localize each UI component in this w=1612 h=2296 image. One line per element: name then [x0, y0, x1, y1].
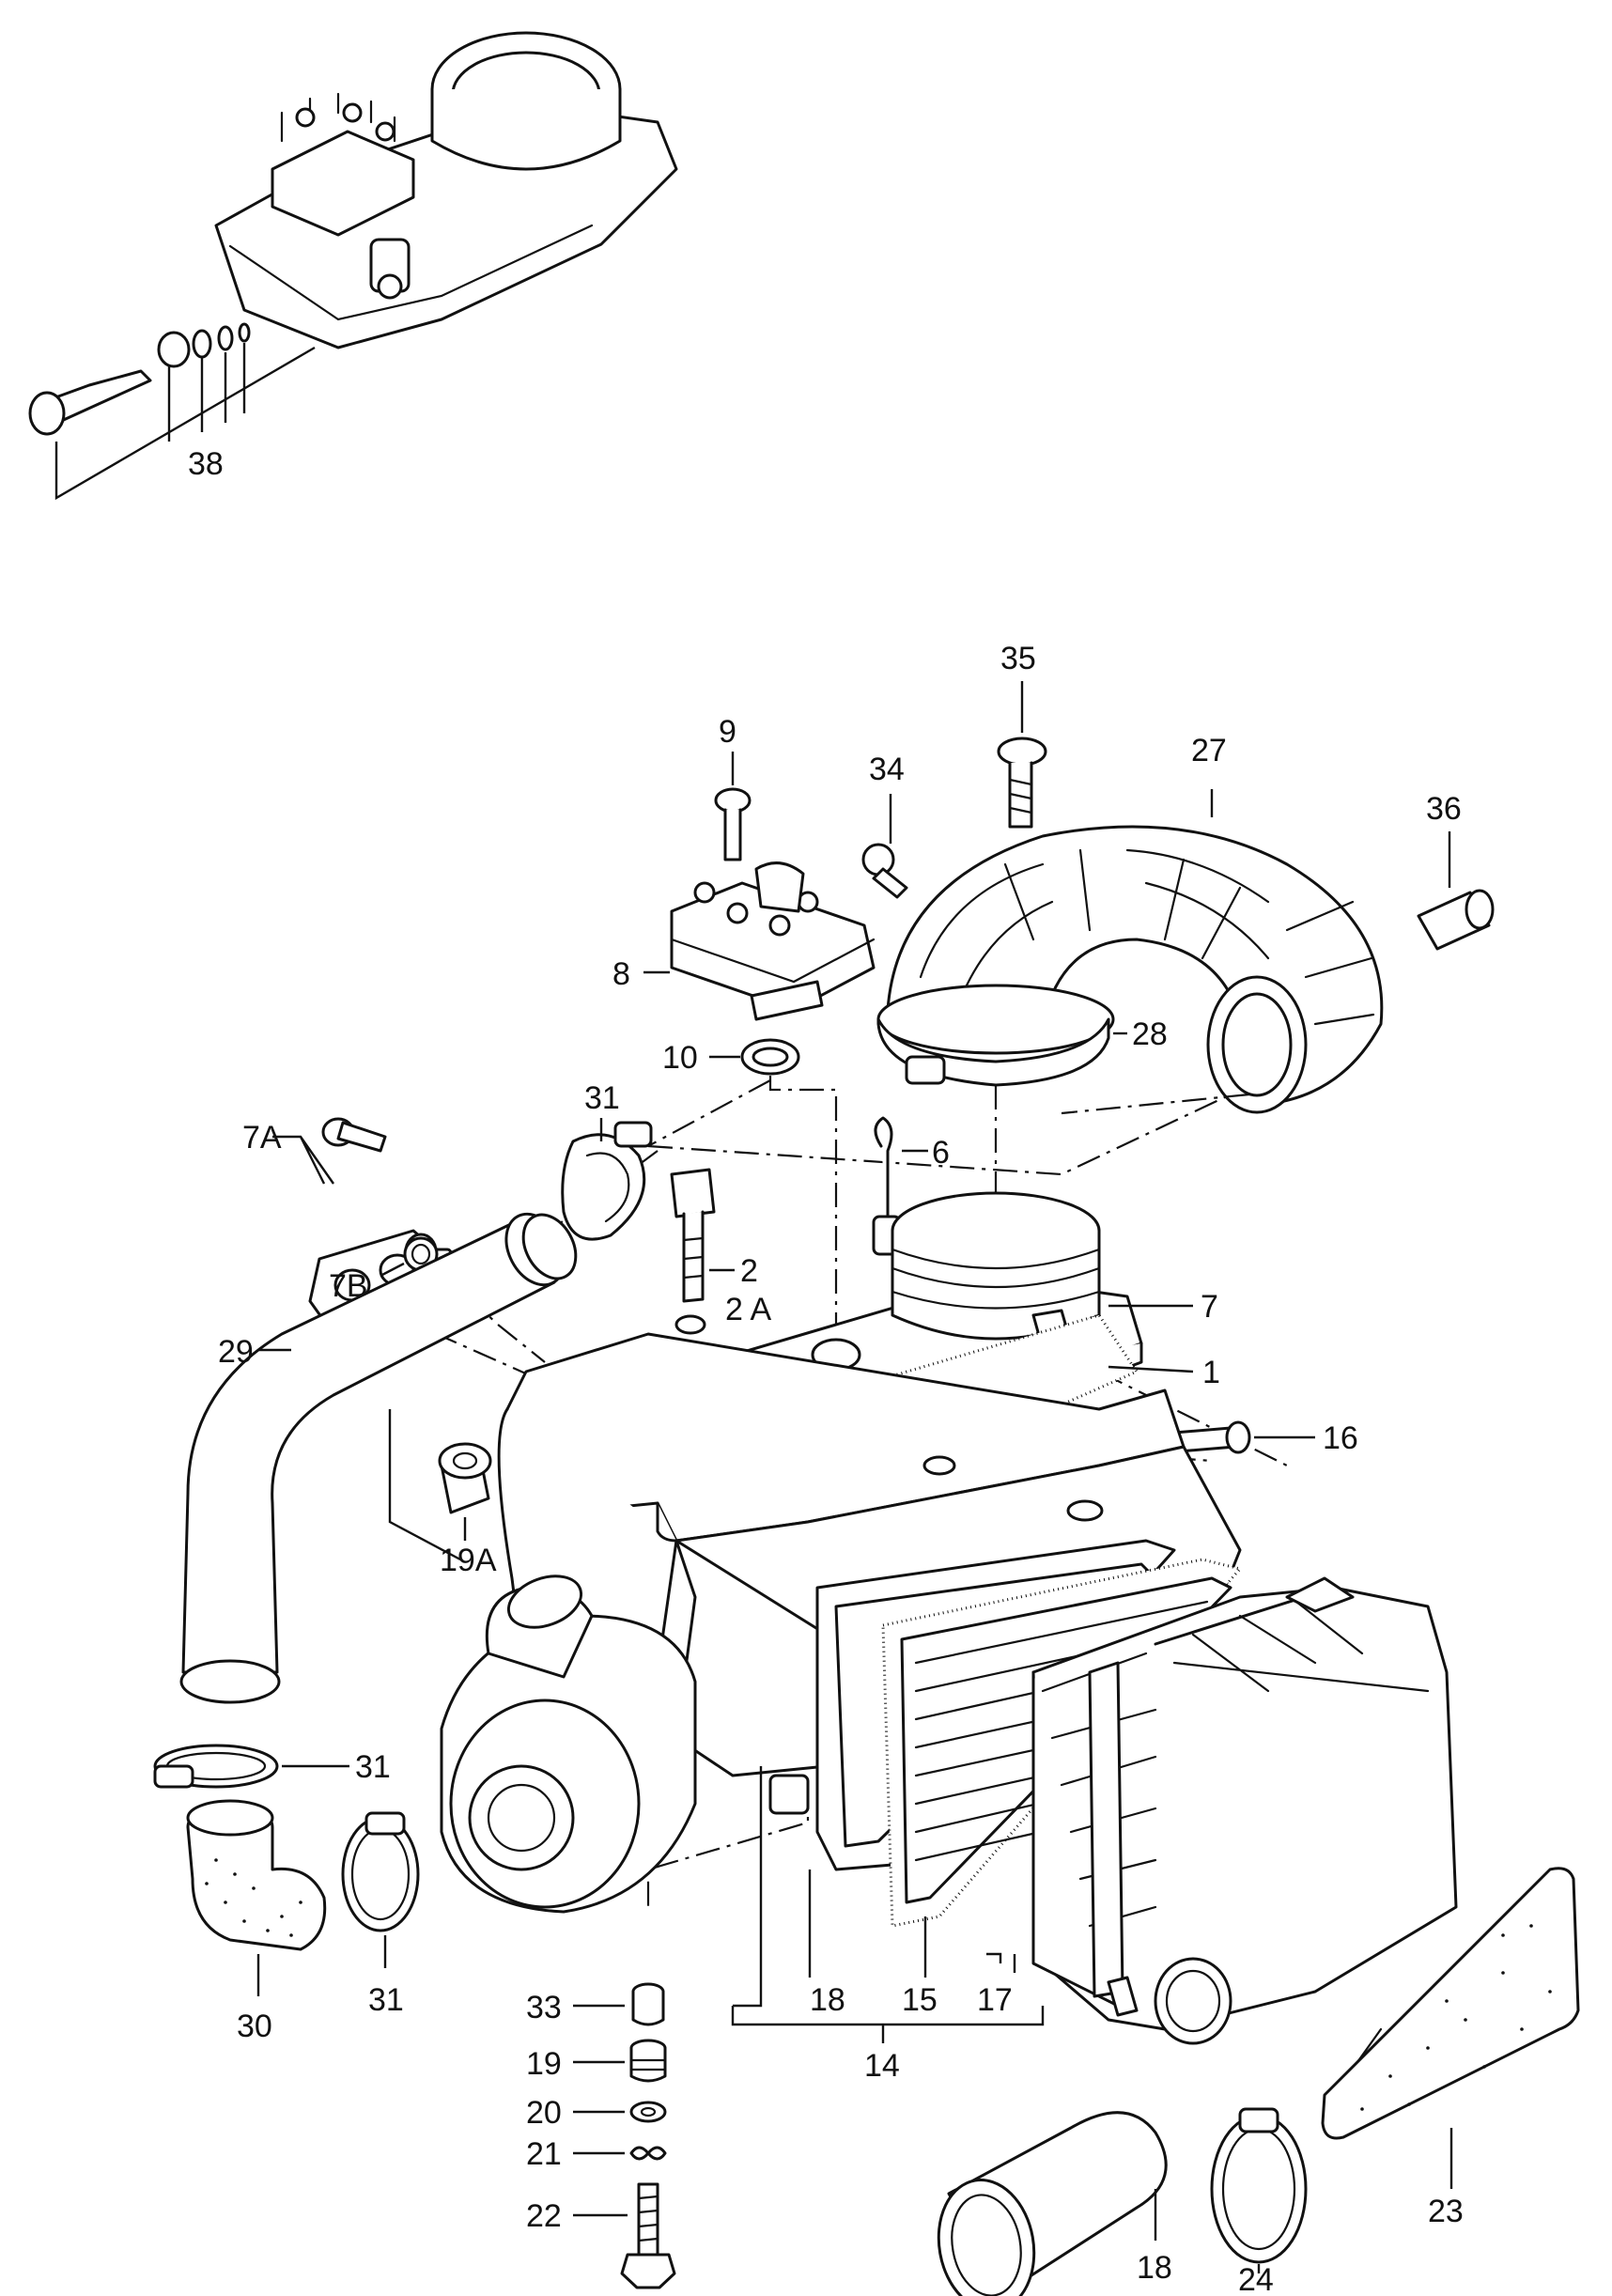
- callout-17: 17: [977, 1982, 1013, 2018]
- foam-pad-23: [1321, 1867, 1580, 2140]
- hose-clamp-31-upper: [561, 1121, 653, 1241]
- bolt-22: [620, 2182, 676, 2289]
- bolt-35: [997, 737, 1047, 829]
- filter-cover-17: [1031, 1576, 1458, 2045]
- callout-21: 21: [526, 2136, 562, 2172]
- intake-pipe-29: [179, 1212, 578, 1704]
- callout-31-right: 31: [368, 1982, 404, 2018]
- callout-9: 9: [719, 714, 736, 750]
- callout-34: 34: [869, 752, 905, 787]
- screw-plug-set: [28, 322, 251, 436]
- bolt-2: [670, 1168, 716, 1303]
- callout-22: 22: [526, 2198, 562, 2234]
- intake-elbow-27: [876, 825, 1384, 1114]
- callout-23: 23: [1428, 2194, 1464, 2229]
- callout-31-upper: 31: [584, 1080, 620, 1116]
- throttle-housing-assembly: [214, 31, 678, 349]
- turbo-housing: [440, 1575, 697, 1914]
- callout-7A: 7A: [242, 1120, 282, 1156]
- callout-24: 24: [1238, 2262, 1274, 2296]
- hose-clamp-31-left: [153, 1744, 279, 1789]
- seal-ring-10: [740, 1038, 800, 1076]
- control-unit-8: [670, 861, 876, 1021]
- callout-18-upper: 18: [810, 1982, 845, 2018]
- callout-29: 29: [218, 1334, 254, 1370]
- callout-18-lower: 18: [1137, 2250, 1172, 2286]
- callout-19: 19: [526, 2046, 562, 2082]
- callout-20: 20: [526, 2095, 562, 2131]
- callout-1: 1: [1202, 1355, 1220, 1390]
- screw-9: [714, 787, 752, 861]
- callout-27: 27: [1191, 733, 1227, 768]
- callout-35: 35: [1000, 641, 1036, 676]
- hose-elbow-30-speckle: [205, 1858, 302, 1937]
- callout-14: 14: [864, 2048, 900, 2084]
- callout-16: 16: [1323, 1420, 1358, 1456]
- screw-16: [1172, 1420, 1251, 1454]
- lock-washer-21: [629, 2146, 667, 2161]
- callout-2: 2: [740, 1253, 758, 1289]
- callout-10: 10: [662, 1040, 698, 1076]
- callout-6: 6: [932, 1135, 950, 1171]
- foam-pad-23-speckle: [1360, 1924, 1552, 2111]
- callout-38: 38: [188, 446, 224, 482]
- hose-clamp-28: [876, 1017, 1110, 1087]
- callout-28: 28: [1132, 1016, 1168, 1052]
- plug-36: [1417, 889, 1495, 951]
- duct-hose-18: [937, 2111, 1168, 2296]
- hose-clamp-31-right: [341, 1811, 420, 1932]
- rubber-mount-19A: [438, 1442, 492, 1514]
- callout-2A: 2 A: [725, 1292, 771, 1327]
- callout-36: 36: [1426, 791, 1462, 827]
- callout-7: 7: [1201, 1289, 1218, 1325]
- callout-15: 15: [902, 1982, 938, 2018]
- hose-clamp-24: [1210, 2107, 1308, 2264]
- callout-31-left: 31: [355, 1749, 391, 1785]
- callout-30: 30: [237, 2009, 272, 2044]
- washer-20: [629, 2101, 667, 2123]
- callout-33: 33: [526, 1990, 562, 2025]
- callout-19A: 19A: [440, 1543, 497, 1578]
- bush-33: [631, 1982, 665, 2026]
- rubber-buffer-19: [629, 2039, 667, 2083]
- hose-elbow-30: [186, 1799, 327, 1951]
- callout-8: 8: [612, 956, 630, 992]
- grommet-34: [861, 843, 908, 899]
